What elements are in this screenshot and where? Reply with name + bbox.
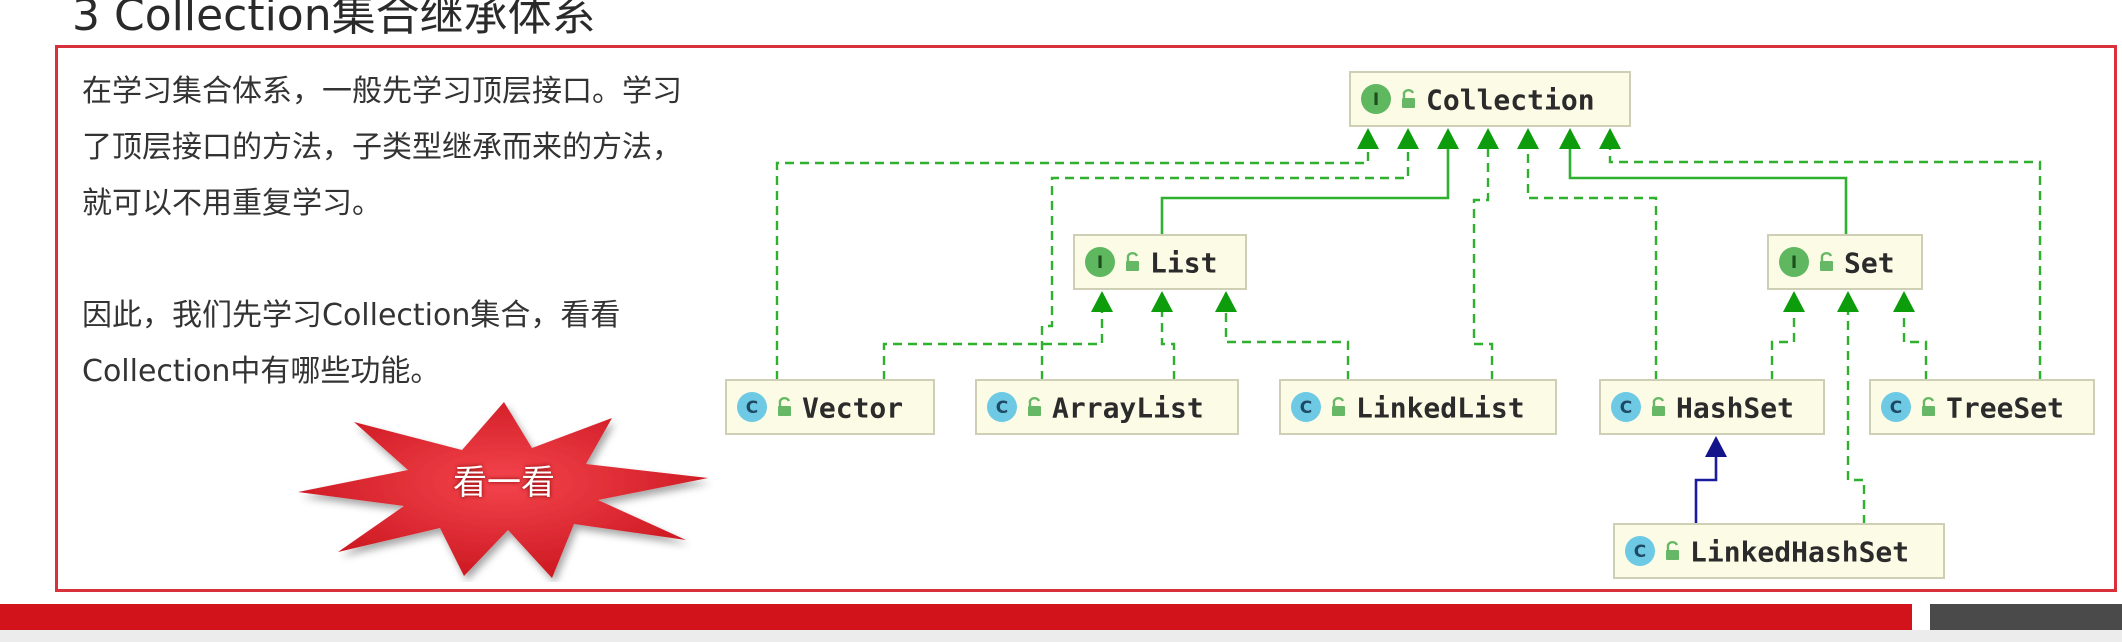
node-label: LinkedHashSet bbox=[1690, 536, 1909, 569]
public-access-icon bbox=[778, 397, 791, 416]
public-access-icon bbox=[1332, 397, 1345, 416]
node-arraylist: C ArrayList bbox=[975, 379, 1239, 435]
public-access-icon bbox=[1652, 397, 1665, 416]
arrowhead bbox=[1437, 128, 1459, 149]
node-box bbox=[1279, 379, 1557, 435]
arrowhead bbox=[1783, 291, 1805, 312]
description-line: Collection中有哪些功能。 bbox=[82, 354, 441, 389]
public-access-icon bbox=[1820, 252, 1833, 271]
description-line: 因此，我们先学习Collection集合，看看 bbox=[82, 298, 621, 333]
starburst-callout-shape bbox=[298, 402, 708, 578]
arrowhead bbox=[1151, 291, 1173, 312]
edge-linkedhashset-to-set bbox=[1846, 311, 1866, 524]
node-label: Vector bbox=[802, 392, 903, 425]
arrowhead bbox=[1559, 128, 1581, 149]
node-label: ArrayList bbox=[1052, 392, 1204, 425]
class-icon: C bbox=[1611, 392, 1641, 422]
svg-text:C: C bbox=[746, 398, 758, 418]
node-label: Collection bbox=[1426, 84, 1595, 117]
page-title: 3 Collection集合继承体系 bbox=[72, 0, 596, 41]
class-icon: C bbox=[737, 392, 767, 422]
node-box bbox=[975, 379, 1239, 435]
class-icon: C bbox=[987, 392, 1017, 422]
node-list: I List bbox=[1073, 234, 1247, 290]
svg-text:I: I bbox=[1097, 253, 1103, 273]
public-access-icon bbox=[1126, 252, 1139, 271]
public-access-icon bbox=[1922, 397, 1935, 416]
interface-icon: I bbox=[1085, 247, 1115, 277]
arrowhead bbox=[1893, 291, 1915, 312]
edge-arraylist-to-collection bbox=[1040, 148, 1410, 380]
node-collection: I Collection bbox=[1349, 71, 1631, 127]
svg-text:C: C bbox=[996, 398, 1008, 418]
arrowhead bbox=[1705, 436, 1727, 457]
edge-set-to-collection bbox=[1568, 148, 1848, 235]
diagram-edges bbox=[775, 148, 2042, 524]
arrowhead bbox=[1215, 291, 1237, 312]
svg-text:C: C bbox=[1634, 542, 1646, 562]
public-access-icon bbox=[1666, 541, 1679, 560]
edge-hashset-to-set bbox=[1770, 311, 1796, 380]
arrowhead bbox=[1517, 128, 1539, 149]
edge-treeset-to-collection bbox=[1608, 148, 2042, 380]
arrowhead bbox=[1837, 291, 1859, 312]
arrowhead bbox=[1477, 128, 1499, 149]
node-hashset: C HashSet bbox=[1599, 379, 1825, 435]
svg-text:C: C bbox=[1890, 398, 1902, 418]
node-box bbox=[1349, 71, 1631, 127]
arrowhead bbox=[1599, 128, 1621, 149]
public-access-icon bbox=[1402, 89, 1415, 108]
node-linkedhashset: C LinkedHashSet bbox=[1613, 523, 1945, 579]
footer-bar bbox=[0, 604, 1912, 630]
edge-list-to-collection bbox=[1160, 148, 1450, 235]
description-line: 在学习集合体系，一般先学习顶层接口。学习 bbox=[82, 74, 682, 109]
public-access-icon bbox=[1028, 397, 1041, 416]
node-linkedlist: C LinkedList bbox=[1279, 379, 1557, 435]
edge-vector-to-collection bbox=[775, 148, 1370, 380]
class-icon: C bbox=[1625, 536, 1655, 566]
svg-text:I: I bbox=[1791, 253, 1797, 273]
interface-icon: I bbox=[1779, 247, 1809, 277]
footer-strip bbox=[0, 630, 2122, 642]
node-label: LinkedList bbox=[1356, 392, 1525, 425]
edge-treeset-to-set bbox=[1902, 311, 1928, 380]
class-icon: C bbox=[1881, 392, 1911, 422]
diagram-arrowheads bbox=[1091, 128, 1915, 457]
node-label: Set bbox=[1844, 247, 1895, 280]
edge-hashset-to-collection bbox=[1526, 148, 1658, 380]
edge-linkedhashset-to-hashset bbox=[1694, 456, 1718, 524]
node-label: HashSet bbox=[1676, 392, 1794, 425]
arrowhead bbox=[1397, 128, 1419, 149]
arrowhead bbox=[1091, 291, 1113, 312]
edge-linkedlist-to-list bbox=[1224, 311, 1350, 380]
edge-arraylist-to-list bbox=[1160, 311, 1176, 380]
arrowhead bbox=[1357, 128, 1379, 149]
description-line: 就可以不用重复学习。 bbox=[82, 186, 382, 221]
content-frame: 在学习集合体系，一般先学习顶层接口。学习 了顶层接口的方法，子类型继承而来的方法… bbox=[55, 45, 2117, 592]
node-label: TreeSet bbox=[1946, 392, 2064, 425]
node-vector: C Vector bbox=[725, 379, 935, 435]
svg-text:I: I bbox=[1373, 90, 1379, 110]
interface-icon: I bbox=[1361, 84, 1391, 114]
svg-text:C: C bbox=[1300, 398, 1312, 418]
svg-text:C: C bbox=[1620, 398, 1632, 418]
description-text: 在学习集合体系，一般先学习顶层接口。学习 了顶层接口的方法，子类型继承而来的方法… bbox=[82, 64, 742, 400]
class-icon: C bbox=[1291, 392, 1321, 422]
edge-vector-to-list bbox=[882, 311, 1104, 380]
node-box bbox=[1613, 523, 1945, 579]
callout-label: 看一看 bbox=[453, 463, 555, 503]
node-treeset: C TreeSet bbox=[1869, 379, 2095, 435]
node-set: I Set bbox=[1767, 234, 1923, 290]
description-line: 了顶层接口的方法，子类型继承而来的方法， bbox=[82, 130, 682, 165]
edge-linkedlist-to-collection bbox=[1472, 148, 1494, 380]
footer-bar-dark bbox=[1930, 604, 2122, 630]
node-label: List bbox=[1150, 247, 1217, 280]
